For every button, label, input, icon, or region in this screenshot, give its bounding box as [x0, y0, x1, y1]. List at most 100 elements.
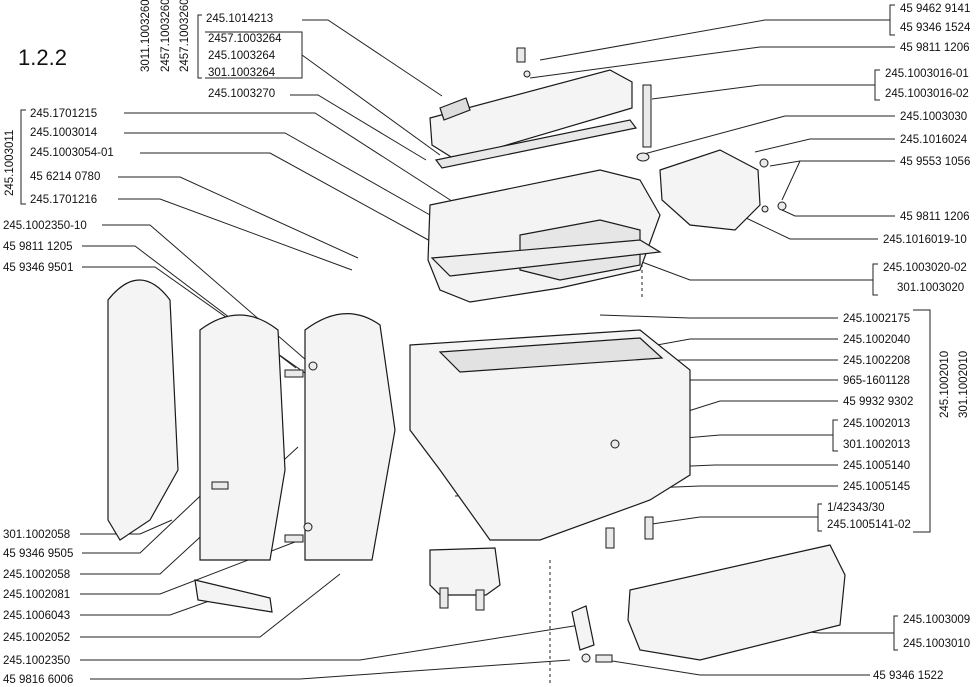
- oil-pump-part: [659, 149, 761, 231]
- part-label: 301.1002058: [3, 529, 71, 541]
- part-label: 2457.1003264: [208, 33, 282, 45]
- part-label: 245.1002058: [3, 569, 71, 581]
- part-label: 245.1002013: [843, 418, 911, 430]
- part-label: 301.1003020: [897, 282, 965, 294]
- bracket-head-assembly: [20, 109, 26, 205]
- bracket-right-5: [817, 503, 822, 532]
- part-label: 245.1005141-02: [827, 519, 911, 531]
- bracket-right-2: [874, 69, 880, 101]
- part-label: 245.1003054-01: [30, 147, 114, 159]
- part-label: 245.1016019-10: [883, 234, 967, 246]
- bracket-cover-ids: [197, 14, 202, 79]
- valve-cover-part: [429, 69, 633, 161]
- part-label: 245.1002350-10: [3, 220, 87, 232]
- part-label: 245.1003264: [208, 50, 276, 62]
- part-label: 245.1003010: [903, 638, 971, 650]
- leader-line: [529, 46, 895, 79]
- part-label: 45 9932 9302: [843, 396, 914, 408]
- head-gasket-part: [430, 239, 662, 277]
- stud-part: [439, 587, 449, 609]
- bracket-right-4: [832, 419, 838, 452]
- bracket-part: [571, 605, 595, 651]
- bracket-block-assembly: [913, 309, 931, 533]
- leader-line: [643, 115, 895, 155]
- valve-cover-boss: [439, 97, 471, 121]
- bolt-part: [284, 369, 304, 378]
- part-label: 245.1006043: [3, 610, 71, 622]
- part-label: 245.1005145: [843, 481, 911, 493]
- block-deck: [438, 337, 664, 373]
- leader-line: [769, 160, 895, 201]
- part-label: 45 9816 6006: [3, 674, 74, 686]
- section-number: 1.2.2: [18, 45, 67, 70]
- leader-line: [302, 19, 443, 97]
- nut-part: [777, 201, 787, 211]
- part-label: 45 6214 0780: [30, 171, 101, 183]
- leader-line: [102, 224, 307, 361]
- part-label: 45 9346 1522: [873, 670, 944, 682]
- timing-cover-middle-part: [199, 314, 286, 561]
- leader-line: [82, 481, 216, 554]
- timing-cover-inner-part: [304, 313, 396, 561]
- part-label: 245.1003016-01: [885, 68, 969, 80]
- stud-part: [605, 527, 615, 549]
- nut-part: [759, 158, 769, 168]
- part-label: 245.1005140: [843, 460, 911, 472]
- plate-part: [194, 579, 273, 613]
- camshaft-housing-part: [627, 544, 846, 661]
- part-label: 45 9462 9141: [900, 3, 971, 15]
- part-label: 1/42343/30: [827, 502, 885, 514]
- part-label: 245.1701216: [30, 194, 98, 206]
- cover-gasket-part: [434, 119, 638, 169]
- bearing-cap-part: [429, 547, 501, 596]
- part-label: 245.1002175: [843, 313, 911, 325]
- part-label: 245.1003014: [30, 127, 98, 139]
- leader-line: [118, 198, 353, 271]
- leader-line: [80, 599, 213, 616]
- part-label: 45 9811 1206: [900, 211, 970, 223]
- washer-part: [303, 522, 313, 532]
- leader-line: [124, 112, 501, 233]
- bolt-part: [284, 534, 304, 543]
- part-label: 45 9553 1056: [900, 156, 971, 168]
- part-label: 245.1003009: [903, 614, 971, 626]
- part-label: 245.1002081: [3, 589, 71, 601]
- part-label: 245.1016024: [900, 134, 968, 146]
- part-label: 245.1002208: [843, 355, 911, 367]
- washer-part: [523, 70, 531, 78]
- leader-line: [651, 84, 875, 100]
- stud-part: [475, 589, 485, 611]
- part-label: 245.1002350: [3, 655, 71, 667]
- leader-line: [781, 209, 895, 217]
- part-label: 301.1003264: [208, 67, 276, 79]
- part-label: 245.1701215: [30, 108, 98, 120]
- part-label: 245.1003270: [208, 88, 276, 100]
- plug-part: [610, 439, 620, 449]
- bracket-cover-ids-inner: [205, 31, 303, 79]
- leader-line: [599, 314, 838, 319]
- leader-line: [80, 519, 173, 535]
- part-label: 45 9346 9505: [3, 548, 74, 560]
- washer-part: [581, 653, 591, 663]
- timing-cover-outer-part: [107, 279, 179, 541]
- part-label: 301.1002013: [843, 439, 911, 451]
- head-bolt-part: [642, 84, 652, 148]
- leader-line: [754, 138, 895, 153]
- bolt-part: [211, 481, 229, 490]
- leader-line: [290, 94, 427, 161]
- stud-part: [644, 516, 654, 540]
- leader-line: [651, 516, 818, 525]
- part-label: 45 9346 9501: [3, 262, 74, 274]
- washer-part: [761, 205, 769, 213]
- leader-line: [605, 659, 870, 676]
- bracket-right-top: [889, 4, 895, 36]
- bracket-right-3: [872, 263, 878, 296]
- leader-line: [90, 659, 571, 680]
- washer-part: [308, 361, 318, 371]
- part-label: 45 9346 1524: [900, 22, 971, 34]
- part-label: 245.1002040: [843, 334, 911, 346]
- engine-block-part: [409, 329, 691, 541]
- part-label: 245.1003030: [900, 111, 968, 123]
- part-label: 245.1003016-02: [885, 88, 969, 100]
